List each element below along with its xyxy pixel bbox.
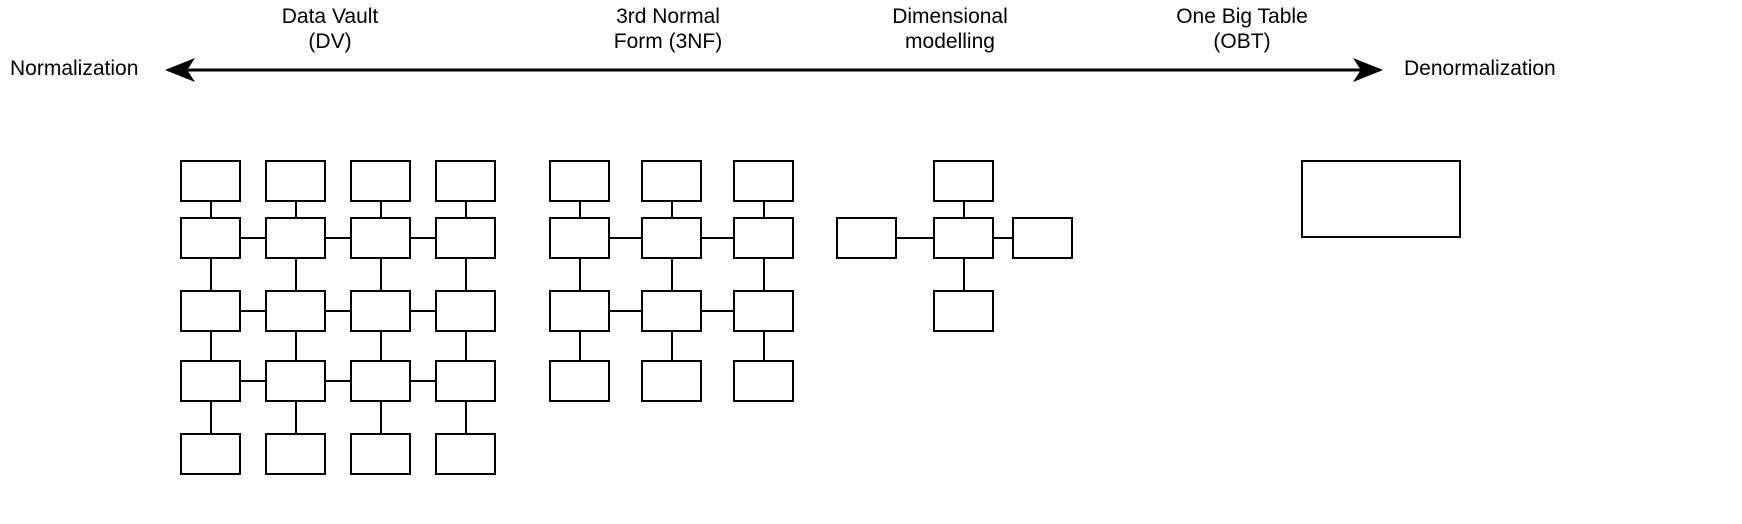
connector-horizontal [897,237,933,239]
entity-box [350,290,411,332]
connector-vertical [578,202,581,217]
connector-horizontal [610,310,641,312]
entity-box [180,433,241,475]
column-header-line-1: Dimensional [892,5,1008,28]
column-header-line-2: Form (3NF) [613,30,723,53]
connector-horizontal [241,237,265,239]
connector-vertical [294,259,297,290]
column-header-line-1: One Big Table [1176,5,1308,28]
entity-box [180,217,241,259]
connector-vertical [209,259,212,290]
entity-box [435,160,496,202]
entity-box [549,217,610,259]
column-header-third-normal-form: 3rd Normal Form (3NF) [538,4,798,54]
connector-vertical [379,202,382,217]
column-header-line-2: (DV) [308,30,352,53]
connector-vertical [464,402,467,433]
connector-horizontal [326,380,350,382]
column-header-line-1: 3rd Normal [616,5,720,28]
column-header-one-big-table: One Big Table (OBT) [1112,4,1372,54]
column-header-line-2: modelling [905,30,995,53]
connector-vertical [464,259,467,290]
entity-box [733,290,794,332]
entity-box [549,290,610,332]
connector-horizontal [411,237,435,239]
connector-horizontal [411,380,435,382]
connector-vertical [379,332,382,360]
connector-vertical [464,202,467,217]
connector-vertical [762,332,765,360]
dimension-box [933,290,994,332]
entity-box [265,360,326,402]
connector-horizontal [241,310,265,312]
connector-vertical [670,259,673,290]
connector-horizontal [702,237,733,239]
dimension-box [836,217,897,259]
entity-box [350,360,411,402]
entity-box [733,160,794,202]
connector-vertical [578,332,581,360]
connector-vertical [670,332,673,360]
connector-vertical [294,202,297,217]
entity-box [549,360,610,402]
entity-box [641,160,702,202]
connector-vertical [962,202,965,217]
connector-vertical [578,259,581,290]
entity-box [265,217,326,259]
entity-box [733,360,794,402]
entity-box [180,290,241,332]
connector-horizontal [326,310,350,312]
connector-horizontal [411,310,435,312]
connector-vertical [762,259,765,290]
one-big-table-box [1301,160,1461,238]
connector-horizontal [610,237,641,239]
entity-box [350,160,411,202]
connector-vertical [670,202,673,217]
axis-label-denormalization: Denormalization [1404,57,1556,80]
entity-box [641,217,702,259]
connector-vertical [209,402,212,433]
connector-horizontal [326,237,350,239]
dimension-box [1012,217,1073,259]
connector-vertical [209,202,212,217]
connector-vertical [379,402,382,433]
column-header-data-vault: Data Vault (DV) [200,4,460,54]
entity-box [180,360,241,402]
entity-box [549,160,610,202]
connector-vertical [464,332,467,360]
entity-box [435,290,496,332]
entity-box [435,360,496,402]
column-header-line-1: Data Vault [281,5,379,28]
dimension-box [933,160,994,202]
column-header-dimensional-modelling: Dimensional modelling [820,4,1080,54]
entity-box [435,217,496,259]
entity-box [641,290,702,332]
entity-box [265,433,326,475]
connector-vertical [294,332,297,360]
connector-vertical [294,402,297,433]
connector-horizontal [702,310,733,312]
entity-box [350,217,411,259]
connector-vertical [962,259,965,290]
axis-label-normalization: Normalization [10,57,139,80]
connector-horizontal [994,237,1012,239]
entity-box [641,360,702,402]
fact-box [933,217,994,259]
column-header-line-2: (OBT) [1213,30,1271,53]
entity-box [733,217,794,259]
connector-vertical [379,259,382,290]
entity-box [435,433,496,475]
entity-box [180,160,241,202]
connector-horizontal [241,380,265,382]
entity-box [265,160,326,202]
connector-vertical [209,332,212,360]
connector-vertical [762,202,765,217]
entity-box [265,290,326,332]
entity-box [350,433,411,475]
